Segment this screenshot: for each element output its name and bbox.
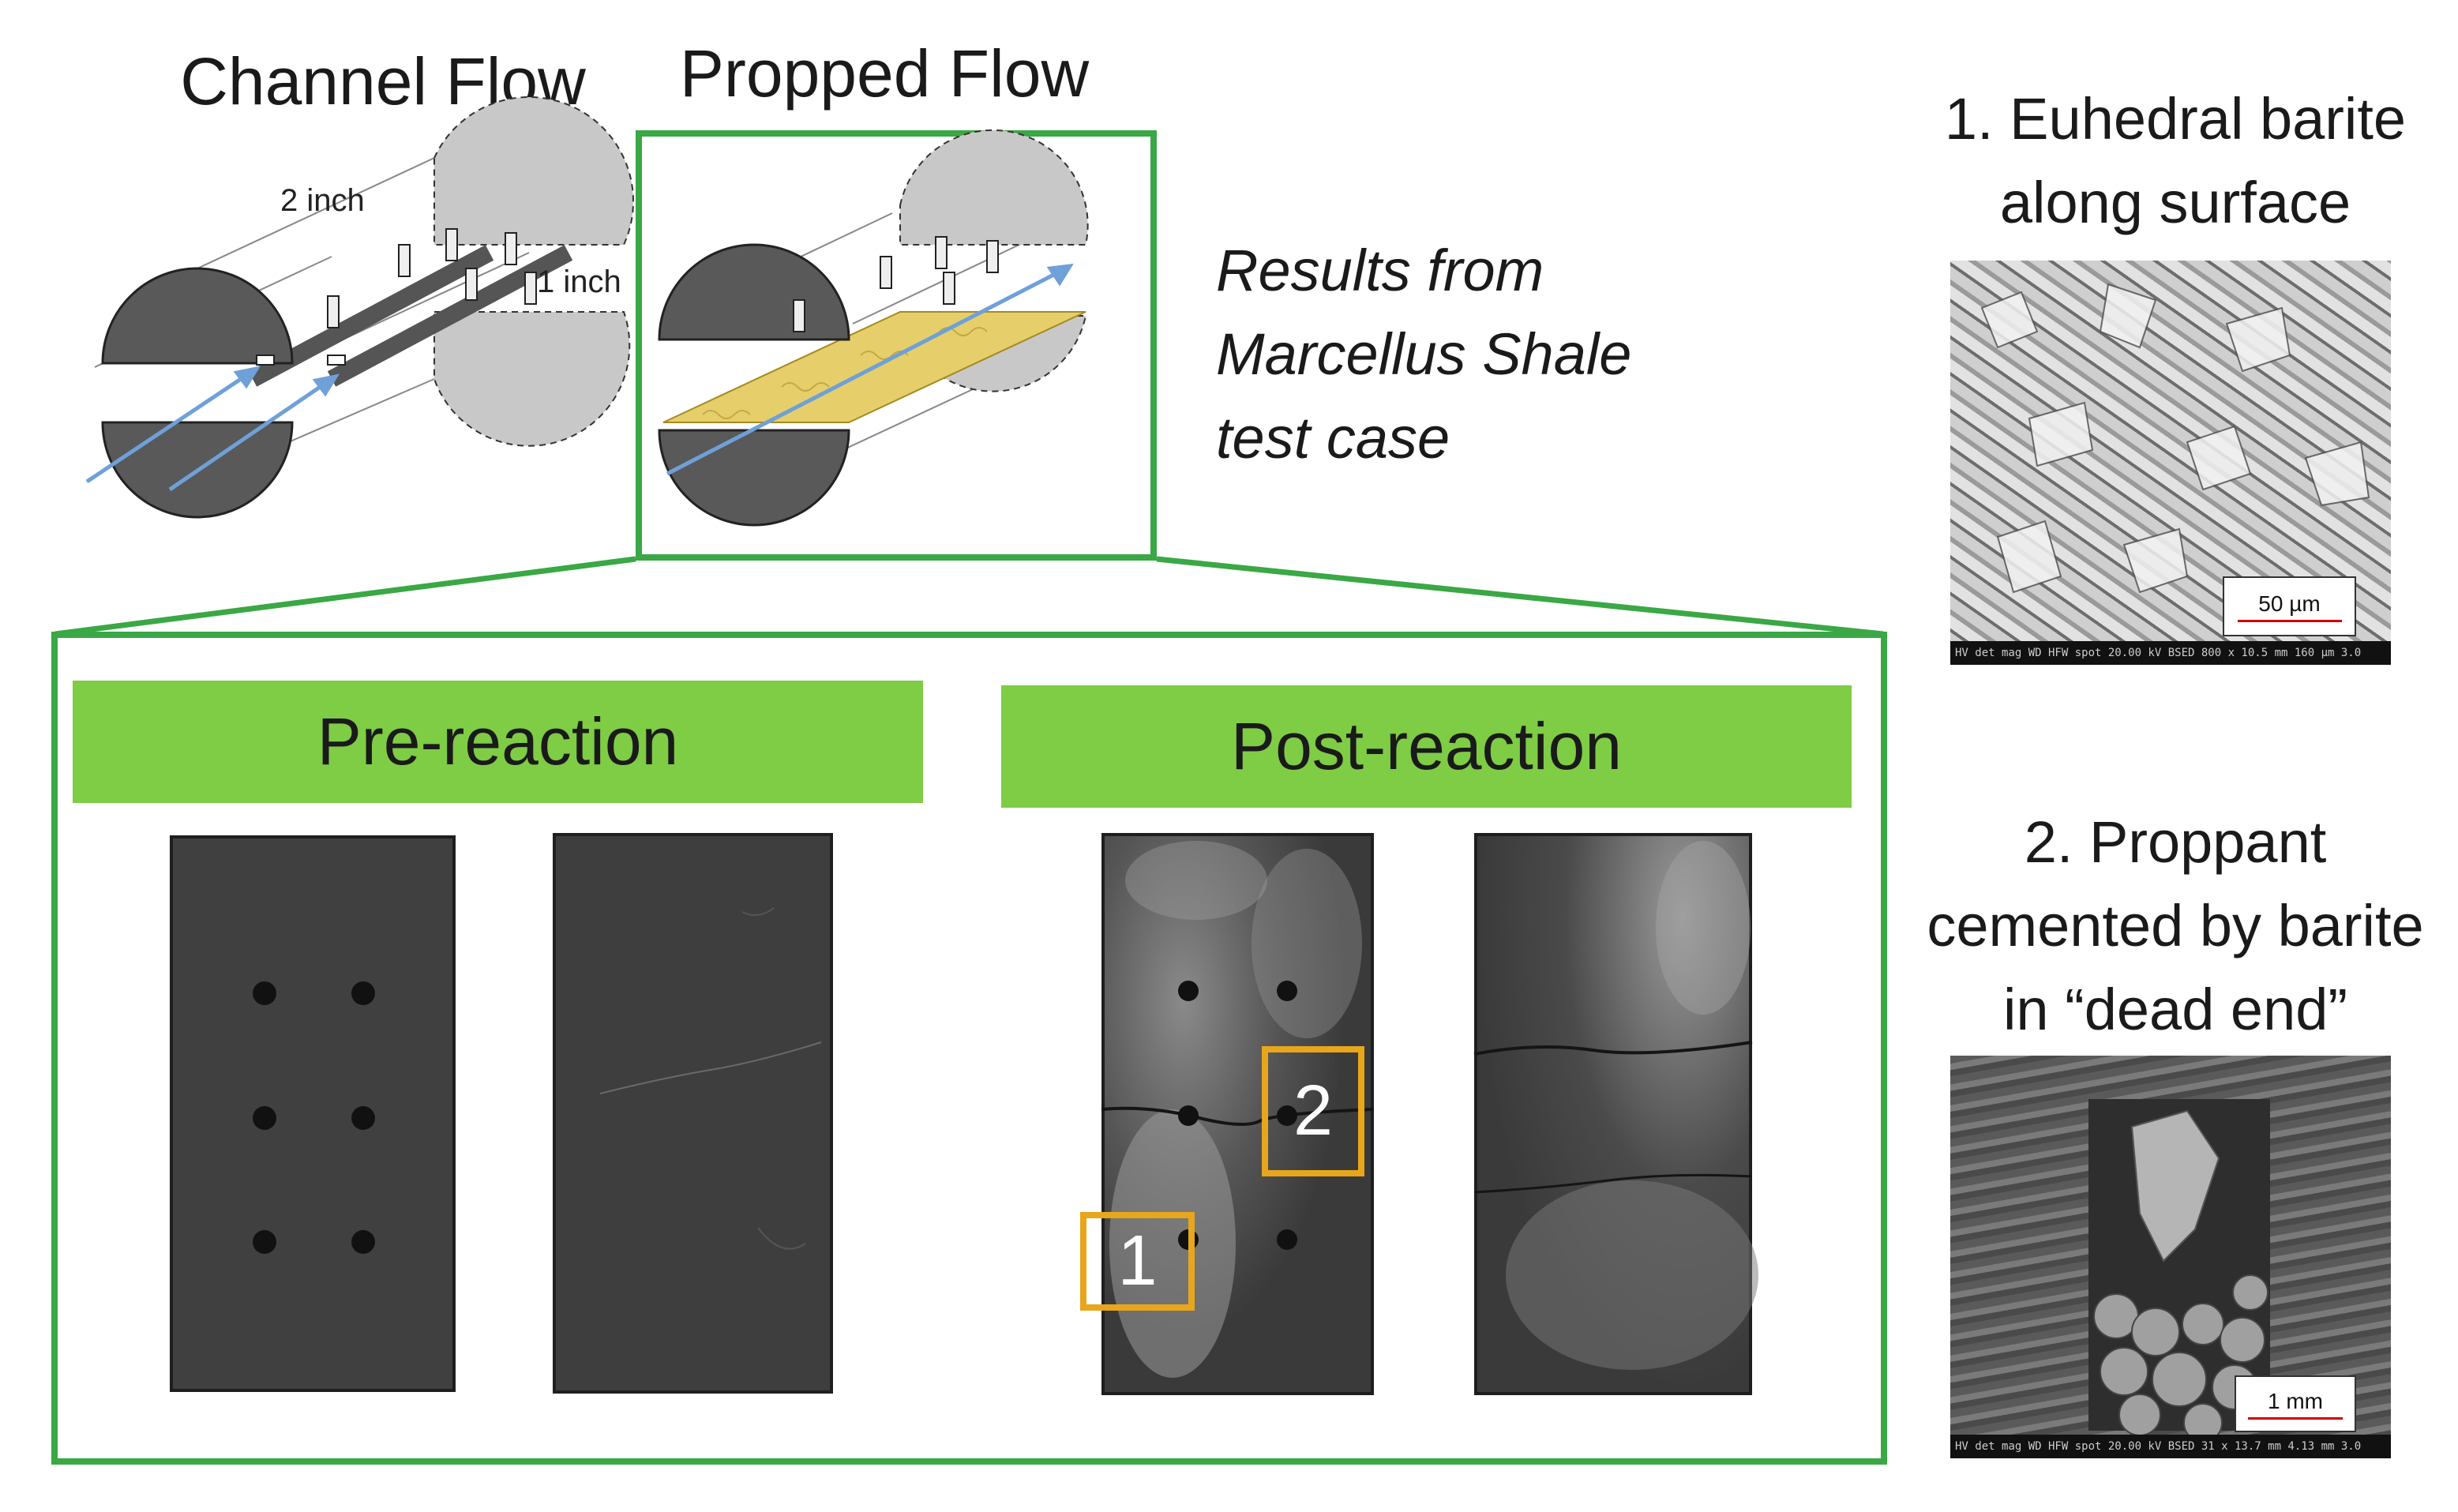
propped-flow-title: Propped Flow xyxy=(679,36,1090,111)
pre-reaction-header: Pre-reaction xyxy=(73,681,923,803)
pre-reaction-label: Pre-reaction xyxy=(317,704,679,779)
results-line-3: test case xyxy=(1216,405,1450,471)
sem-image-cemented-proppant: 1 mm HV det mag WD HFW spot 20.00 kV BSE… xyxy=(1950,1056,2391,1458)
results-line-2: Marcellus Shale xyxy=(1216,321,1632,387)
post-reaction-header: Post-reaction xyxy=(1001,685,1852,808)
pre-reaction-sample-drilled xyxy=(170,835,456,1392)
sem-image-euhedral-barite: 50 µm HV det mag WD HFW spot 20.00 kV BS… xyxy=(1950,261,2391,665)
region-marker-2: 2 xyxy=(1262,1046,1364,1176)
sem2-info-bar: HV det mag WD HFW spot 20.00 kV BSED 31 … xyxy=(1950,1435,2391,1458)
sem2-caption-line-2: cemented by barite xyxy=(1927,893,2424,959)
sem2-caption-line-1: 2. Proppant xyxy=(2024,809,2327,875)
propped-flow-frame xyxy=(636,130,1157,561)
post-reaction-features xyxy=(1101,841,1375,1378)
sem1-caption-line-2: along surface xyxy=(1999,170,2351,235)
width-dimension-label: 1 inch xyxy=(537,265,621,299)
sem1-caption-line-1: 1. Euhedral barite xyxy=(1944,86,2407,152)
post-reaction-label: Post-reaction xyxy=(1231,709,1622,783)
pre-reaction-holes xyxy=(253,981,375,1254)
region-marker-1: 1 xyxy=(1080,1212,1195,1311)
sem1-scale-label: 50 µm xyxy=(2258,591,2321,616)
sem2-scalebar: 1 mm xyxy=(2235,1375,2356,1432)
pre-reaction-sample-face xyxy=(553,833,833,1394)
pre-reaction-fracture-lines xyxy=(599,907,822,1250)
post-reaction-face-features xyxy=(1473,841,1758,1370)
sem1-info-bar: HV det mag WD HFW spot 20.00 kV BSED 800… xyxy=(1950,641,2391,665)
channel-flow-diagram xyxy=(85,96,635,519)
length-dimension-label: 2 inch xyxy=(280,183,365,218)
sem2-caption-line-3: in “dead end” xyxy=(2002,977,2348,1042)
sem2-scale-label: 1 mm xyxy=(2268,1388,2323,1413)
results-line-1: Results from xyxy=(1216,238,1544,303)
zoom-connector xyxy=(54,556,1884,637)
sem1-scalebar: 50 µm xyxy=(2223,576,2356,636)
propped-flow-diagram xyxy=(658,129,1089,527)
samples-frame xyxy=(51,632,1887,1465)
